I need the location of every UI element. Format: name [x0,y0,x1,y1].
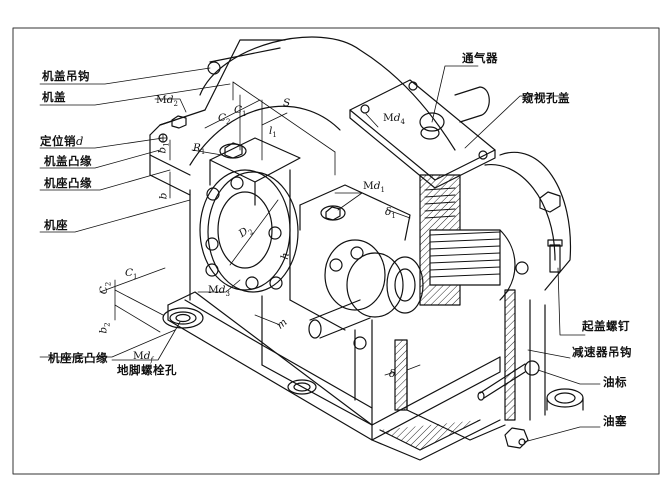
leader-lines [39,65,601,443]
symbol-c2-top: C2 [218,112,231,127]
symbol-mdf: Mdf [133,350,154,365]
label-oil-gauge: 油标 [603,375,627,389]
label-jack-screw: 起盖螺钉 [582,319,630,333]
symbol-c1-bottom: C1 [125,267,138,282]
symbol-s: S [283,97,291,109]
symbol-l1: l1 [269,125,277,140]
symbol-b1: b1 [156,142,171,154]
middle-housing [289,184,411,331]
drawing-frame [12,27,660,475]
symbol-b: b [157,192,170,200]
flange-plates [149,109,206,196]
label-locating-pin: 定位销d [40,135,84,148]
symbol-delta: δ [389,368,396,380]
base-body [162,189,584,461]
label-locating-pin-text: 定位销 [40,134,76,148]
right-bearing-cover [484,151,572,291]
label-reducer-lifting-hook: 减速器吊钩 [572,345,632,359]
label-oil-plug: 油塞 [603,414,627,428]
gear-cutaway [419,174,516,306]
label-cover-flange: 机盖凸缘 [44,154,92,168]
oil-fittings [477,360,540,449]
label-anchor-bolt-hole: 地脚螺栓孔 [117,363,177,377]
label-base-bottom-flange: 机座底凸缘 [48,351,108,365]
symbol-b2: b2 [97,322,112,334]
label-lifting-hook-cover: 机盖吊钩 [42,69,90,83]
symbol-c1-top: C1 [234,104,247,119]
symbol-md4: Md4 [383,112,405,127]
left-bearing-cover [199,169,299,301]
label-base-flange: 机座凸缘 [44,176,92,190]
label-breather: 通气器 [462,51,498,65]
symbol-r1: R1 [193,142,206,157]
label-cover: 机盖 [42,90,66,104]
symbol-c2-bottom: C2 [98,281,113,295]
cover-body [171,36,456,206]
inspection-cover [349,79,496,189]
symbol-md3: Md3 [208,284,230,299]
symbol-delta1: δ1 [385,206,396,221]
label-base: 机座 [44,218,68,232]
label-locating-pin-symbol: d [76,134,84,148]
input-shaft [308,239,424,350]
label-inspection-cover: 窥视孔盖 [522,91,570,105]
symbol-md2: Md2 [156,94,178,109]
symbol-md1: Md1 [363,180,385,195]
